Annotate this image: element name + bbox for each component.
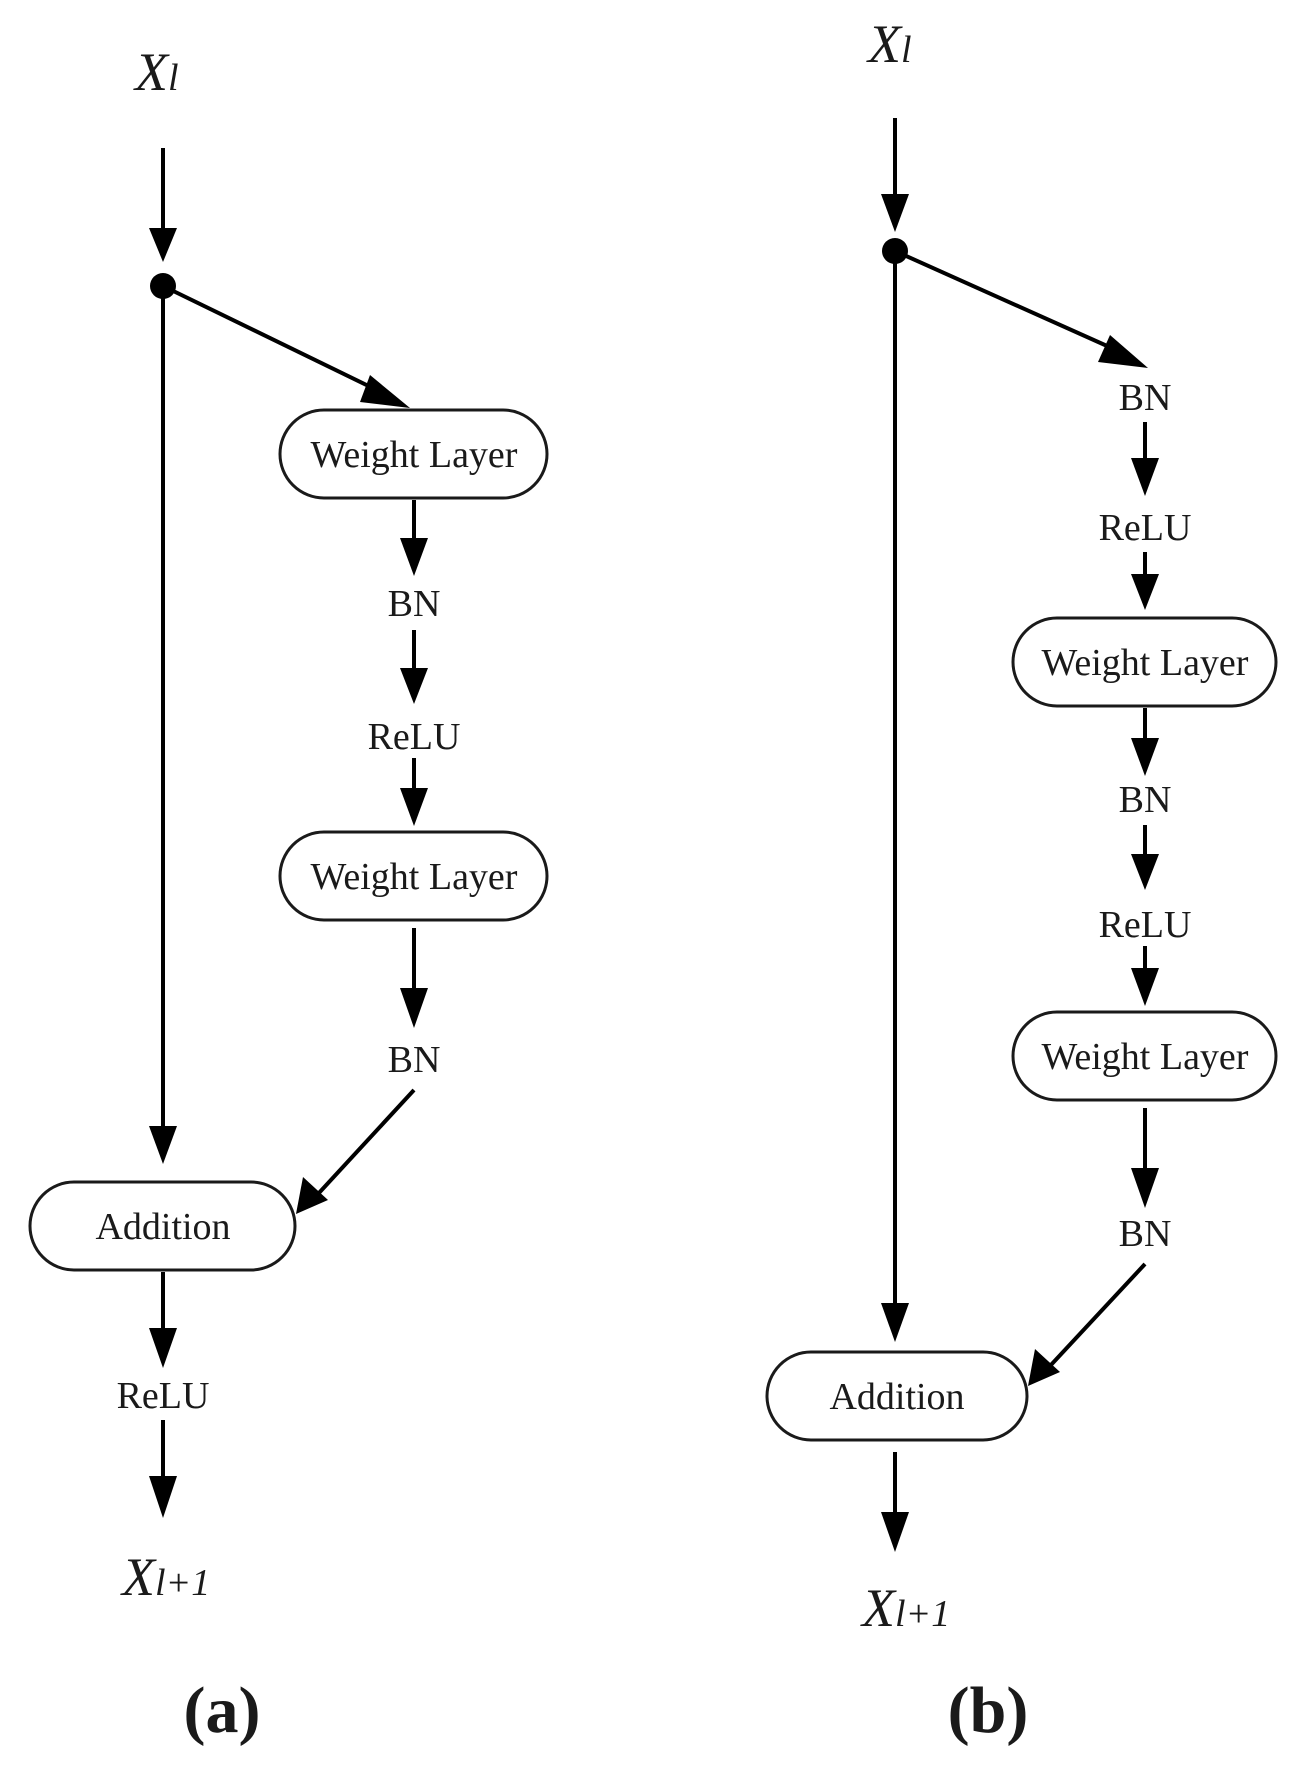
panel-a-weight-layer-2-label: Weight Layer (311, 856, 518, 898)
panel-b-merge-arrowhead (1028, 1349, 1060, 1386)
panel-a-addition-label: Addition (95, 1206, 230, 1248)
panel-b-output-arrowhead (881, 1512, 909, 1552)
panel-a-merge-arrowhead (296, 1177, 328, 1214)
panel-b-output-label: Xl+1 (860, 1578, 950, 1638)
panel-b-addition-label: Addition (829, 1376, 964, 1418)
panel-b-merge-arrow (1048, 1262, 1147, 1368)
panel-b-relu-1: ReLU (1099, 507, 1192, 549)
panel-a-arrowhead-wl2-bn (400, 988, 428, 1028)
panel-a-relu-out: ReLU (117, 1375, 210, 1417)
panel-a-arrowhead-bn-relu (400, 668, 428, 704)
panel-a-arrowhead-add-relu (149, 1328, 177, 1368)
panel-b-arrowhead-bn-relu (1131, 458, 1159, 496)
panel-b-weight-layer-2-label: Weight Layer (1042, 1036, 1249, 1078)
panel-b-addition (765, 1350, 1029, 1442)
panel-b-branch-arrowhead (1098, 335, 1148, 368)
panel-b-weight-layer-1 (1011, 616, 1278, 708)
panel-a-caption: (a) (184, 1674, 261, 1747)
panel-a-skip-arrowhead (149, 1126, 177, 1164)
panel-a-output-label: Xl+1 (120, 1547, 210, 1607)
panel-b: Xl BN ReLU Weight Layer BN ReLU Weight L… (765, 14, 1278, 1747)
panel-a: Xl Weight Layer BN ReLU Weight Layer BN (28, 42, 549, 1747)
panel-a-relu-1: ReLU (368, 716, 461, 758)
panel-b-skip-arrowhead (881, 1303, 909, 1342)
panel-b-arrowhead-relu-wl2 (1131, 968, 1159, 1006)
panel-b-arrowhead-wl1-bn (1131, 738, 1159, 776)
panel-a-weight-layer-1-label: Weight Layer (311, 434, 518, 476)
panel-a-input-arrowhead (149, 228, 177, 262)
panel-b-arrowhead-relu-wl1 (1131, 574, 1159, 610)
panel-b-bn-2: BN (1119, 779, 1172, 821)
panel-a-branch-arrowhead (360, 375, 410, 408)
panel-b-weight-layer-2 (1011, 1010, 1278, 1102)
panel-b-branch-arrow (894, 249, 1126, 356)
panel-a-weight-layer-1 (278, 408, 549, 500)
panel-b-weight-layer-1-label: Weight Layer (1042, 642, 1249, 684)
panel-b-bn-3: BN (1119, 1213, 1172, 1255)
panel-a-input-label: Xl (133, 42, 179, 102)
panel-a-weight-layer-2 (278, 830, 549, 922)
panel-a-output-arrowhead (149, 1476, 177, 1518)
panel-a-arrowhead-relu-wl2 (400, 788, 428, 826)
panel-a-arrowhead-wl1-bn (400, 538, 428, 576)
panel-a-bn-2: BN (388, 1039, 441, 1081)
panel-b-arrowhead-bn-relu-2 (1131, 854, 1159, 890)
panel-b-bn-1: BN (1119, 377, 1172, 419)
panel-b-relu-2: ReLU (1099, 904, 1192, 946)
panel-b-caption: (b) (948, 1674, 1029, 1747)
panel-a-branch-arrow (162, 284, 386, 396)
panel-b-arrowhead-wl2-bn (1131, 1168, 1159, 1208)
panel-a-addition (28, 1180, 297, 1272)
panel-a-merge-arrow (316, 1088, 416, 1196)
panel-b-input-arrowhead (881, 194, 909, 232)
panel-b-input-label: Xl (866, 14, 912, 74)
panel-a-bn-1: BN (388, 583, 441, 625)
